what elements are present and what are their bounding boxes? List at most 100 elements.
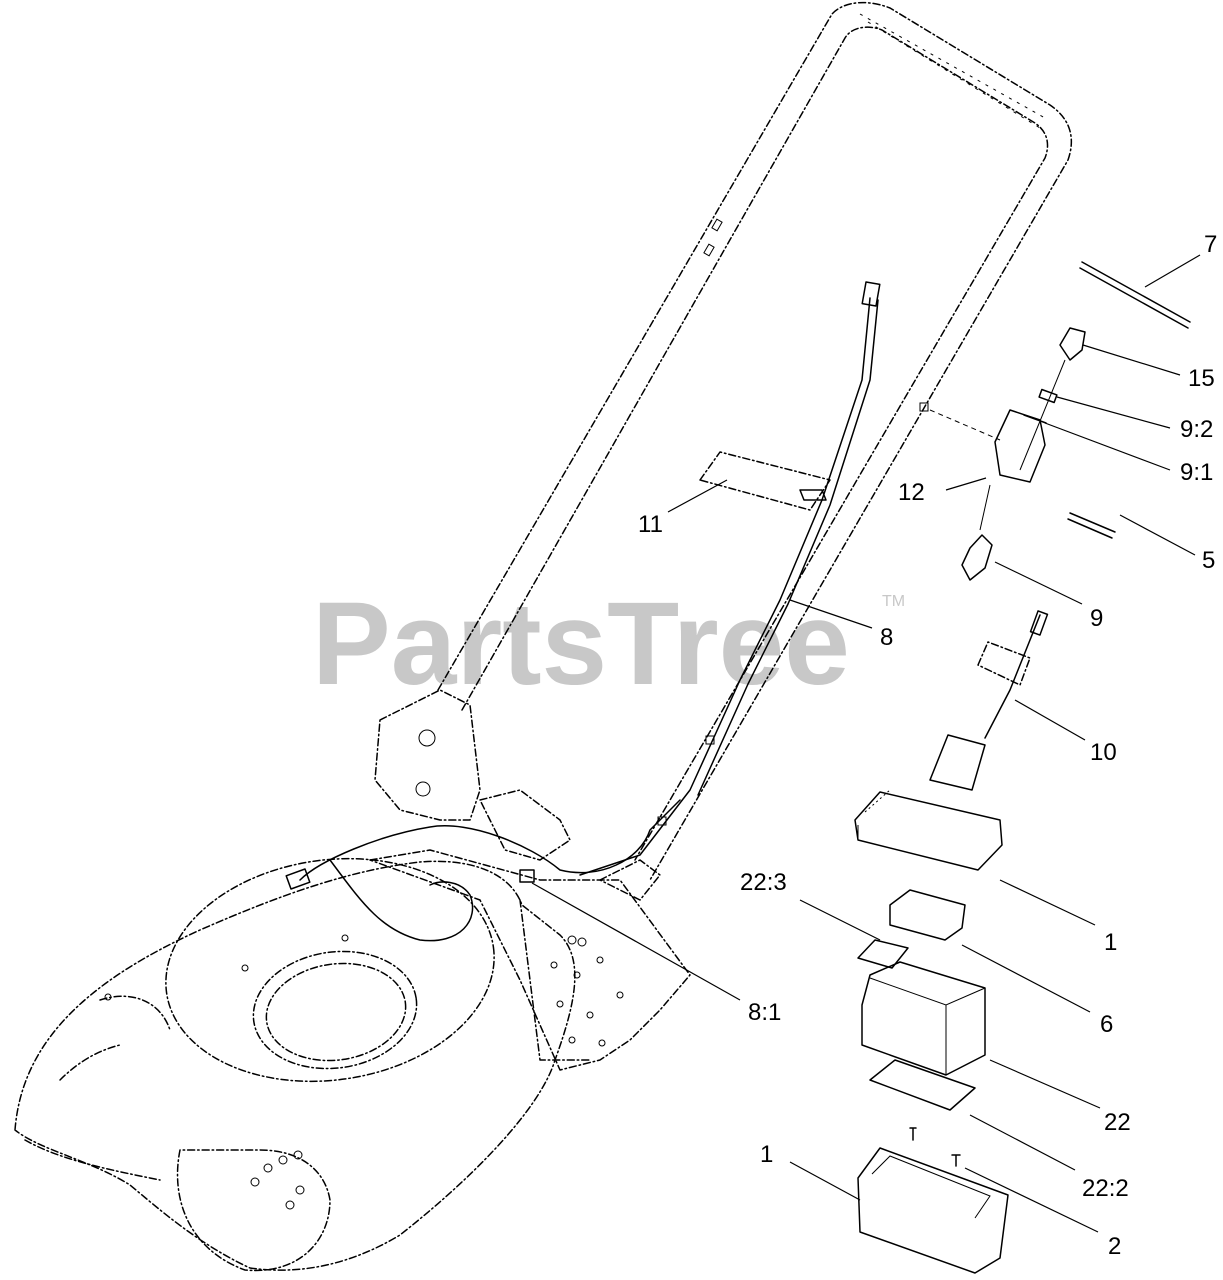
- leader-11: [667, 479, 728, 513]
- part-1-battery-cover: [854, 789, 1003, 871]
- part-12-switch: [929, 409, 1046, 483]
- part-9-2-clip: [1038, 388, 1058, 404]
- callout-5: 5: [1202, 547, 1215, 574]
- charger-plug: [1029, 610, 1049, 636]
- handle-cable-8-second: [697, 299, 879, 796]
- cover-ribs: [864, 789, 891, 813]
- part-9-key: [961, 484, 993, 581]
- deck-vent-slots: [250, 1150, 305, 1210]
- handle-cable-plug: [861, 281, 881, 307]
- deck-rear-plate: [369, 849, 691, 1071]
- part-1-battery-tray: [857, 1147, 1009, 1274]
- screw: [909, 1127, 917, 1141]
- leader-5: [1119, 514, 1196, 556]
- leader-9-1: [1044, 422, 1171, 471]
- battery-body: [861, 961, 986, 1076]
- leader-9: [994, 561, 1083, 605]
- callout-8-1: 8:1: [748, 999, 781, 1026]
- switch-mount-axis: [929, 409, 1001, 441]
- deck-fastener: [341, 934, 349, 942]
- callout-1-top: 1: [1104, 929, 1117, 956]
- handle-outer-frame: [437, 1, 1073, 881]
- deck-front-lip: [24, 1139, 161, 1181]
- part-6-foam-pad: [889, 889, 966, 941]
- deck-rear-plate-edge: [519, 899, 591, 1061]
- leader-12: [945, 477, 987, 491]
- deck-motor-wire: [329, 859, 474, 942]
- charger-label: [977, 641, 1031, 686]
- callout-10: 10: [1090, 739, 1117, 766]
- handle-mount-bracket: [374, 689, 481, 821]
- key-axis-line: [979, 484, 991, 531]
- deck-terminal-8-1: [519, 869, 535, 883]
- leader-8-1: [531, 882, 741, 1001]
- leader-9-2: [1056, 396, 1171, 429]
- part-10-charger: [929, 610, 1049, 791]
- part-11-label: [699, 451, 831, 511]
- deck-switch-box: [479, 789, 571, 861]
- deck-fastener: [104, 993, 112, 1001]
- label-clip: [799, 489, 827, 501]
- watermark-trademark: TM: [882, 593, 905, 610]
- callout-7: 7: [1204, 231, 1217, 258]
- part-22-battery: [861, 961, 986, 1076]
- handle-base-clamp: [599, 859, 661, 901]
- deck-motor-ring: [252, 950, 418, 1070]
- switch-housing: [994, 409, 1046, 483]
- battery-edges: [869, 977, 986, 1075]
- handle-lower-bolt: [705, 735, 715, 745]
- plug-axis-line: [1019, 359, 1066, 471]
- handle-pivot-bolt: [415, 781, 431, 797]
- plug-body: [1059, 327, 1086, 361]
- cover-top: [854, 791, 1003, 871]
- deck-wiring-harness: [299, 799, 681, 881]
- callout-9-2: 9:2: [1180, 416, 1213, 443]
- watermark-brand: PartsTree: [312, 578, 850, 710]
- leader-7: [1144, 254, 1201, 288]
- handle-bolt: [711, 218, 723, 232]
- callout-9-1: 9:1: [1180, 459, 1213, 486]
- leader-10: [1014, 699, 1086, 741]
- deck-rear-holes: [550, 935, 624, 1047]
- leader-2: [964, 1167, 1099, 1233]
- deck-front-wheel-cover: [176, 1149, 331, 1272]
- watermark: PartsTree TM: [312, 578, 905, 710]
- part-5-pin: [1067, 512, 1116, 539]
- deck-left-edge-detail: [59, 1044, 121, 1081]
- callout-22: 22: [1104, 1109, 1131, 1136]
- screw: [951, 1154, 961, 1167]
- handle-grip-texture: [867, 21, 1041, 129]
- leader-lines: [531, 254, 1201, 1233]
- part-15-plug: [1019, 327, 1086, 471]
- leader-15: [1082, 344, 1181, 376]
- callout-2: 2: [1108, 1233, 1121, 1260]
- deck-motor-ring-inner: [265, 962, 407, 1062]
- handle-inner-frame: [461, 26, 1049, 861]
- callout-22-3: 22:3: [740, 869, 787, 896]
- deck-outline: [14, 860, 576, 1271]
- callout-22-2: 22:2: [1082, 1175, 1129, 1202]
- deck-fastener: [241, 964, 249, 972]
- callout-9: 9: [1090, 605, 1103, 632]
- leader-6: [961, 944, 1091, 1013]
- handle-grip-texture: [859, 13, 1046, 119]
- key-body: [961, 534, 993, 581]
- mower-deck: [14, 689, 691, 1272]
- label-sheet: [699, 451, 831, 511]
- handle-assembly: [437, 1, 1073, 901]
- callout-11: 11: [638, 511, 663, 538]
- callout-8: 8: [880, 624, 893, 651]
- charger-body: [929, 734, 986, 791]
- leader-8: [789, 599, 873, 629]
- deck-wire-connector: [285, 868, 311, 890]
- part-7-rod: [1079, 261, 1191, 329]
- callouts: 7 15 9:2 9:1 12 5 11 9 8 10 1 22:3 6 8:1…: [638, 231, 1217, 1260]
- leader-22-2: [969, 1114, 1076, 1171]
- deck-left-wheel-arch: [99, 995, 171, 1031]
- handle-knob: [418, 729, 436, 747]
- handle-bolt: [703, 243, 715, 257]
- handle-switch-mount: [919, 402, 929, 412]
- part-2-screws: [909, 1127, 961, 1167]
- leader-22: [989, 1059, 1101, 1109]
